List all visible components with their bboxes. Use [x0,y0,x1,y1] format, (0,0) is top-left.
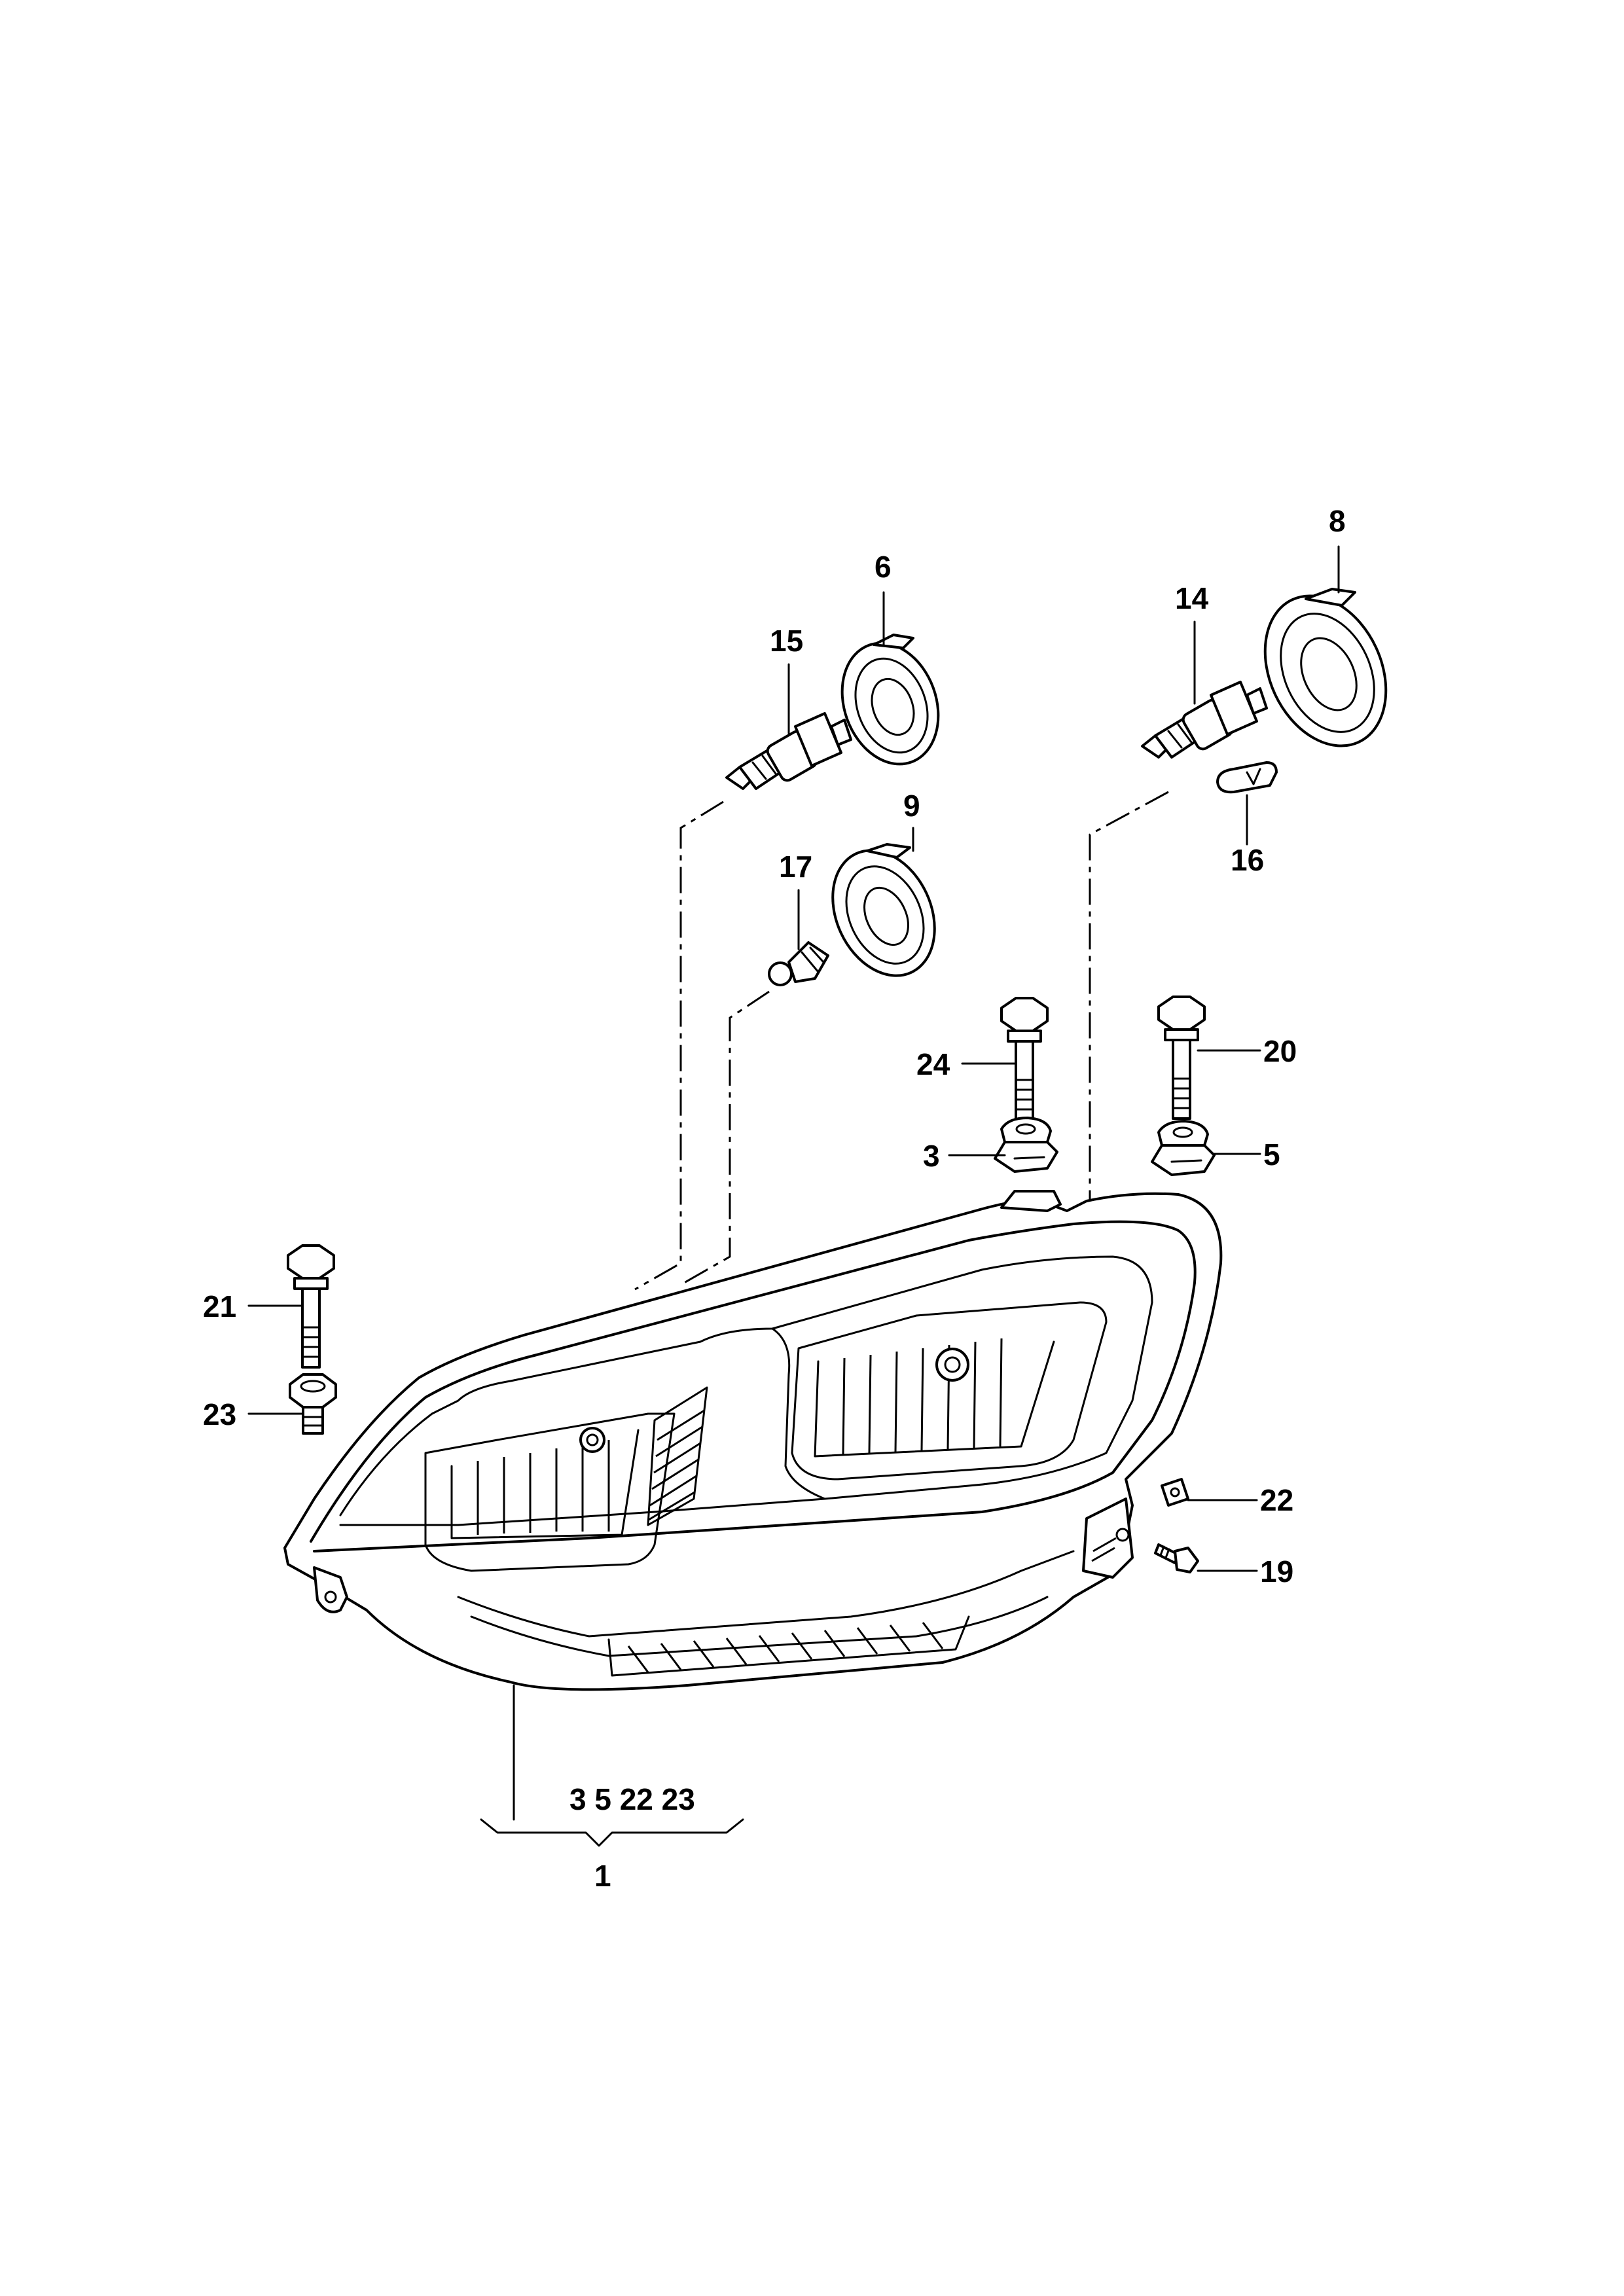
callout-5: 5 [1263,1138,1280,1172]
assembly-guide-lines [480,791,1169,1847]
headlight-housing [283,1190,1223,1691]
callout-22: 22 [1260,1483,1293,1517]
callout-21: 21 [203,1289,236,1323]
callout-14: 14 [1175,581,1209,615]
leader-lines [247,545,1340,1572]
callout-24: 24 [916,1047,950,1081]
screw-19-icon [1154,1543,1199,1573]
clip-nut-22-icon [1161,1478,1189,1507]
callout-15: 15 [770,624,803,658]
nut-23-icon [289,1373,337,1435]
callout-16: 16 [1231,843,1264,877]
bulb-14-icon [1141,681,1268,759]
bulb-17-icon [768,941,829,986]
callout-labels: 6 8 14 15 9 16 17 24 20 3 5 21 23 22 19 … [203,504,1346,1893]
callout-3: 3 [923,1139,940,1173]
cap-6-icon [840,634,940,766]
callout-group-includes: 3 5 22 23 [569,1782,695,1816]
cap-8-icon [1263,588,1388,747]
bulb-15-icon [725,712,852,790]
clip-3-icon [994,1117,1058,1173]
callout-1: 1 [594,1859,611,1893]
callout-9: 9 [903,789,920,823]
callout-23: 23 [203,1397,236,1431]
callout-8: 8 [1329,504,1346,538]
bulb-16-icon [1216,761,1278,794]
callout-20: 20 [1263,1034,1297,1068]
cap-9-icon [831,843,936,977]
callout-19: 19 [1260,1554,1293,1588]
callout-17: 17 [779,850,812,884]
bolt-24-icon [1000,997,1049,1121]
bolt-20-icon [1157,996,1206,1120]
clip-5-icon [1151,1120,1216,1176]
callout-6: 6 [875,550,892,584]
bolt-21-icon [287,1244,335,1369]
